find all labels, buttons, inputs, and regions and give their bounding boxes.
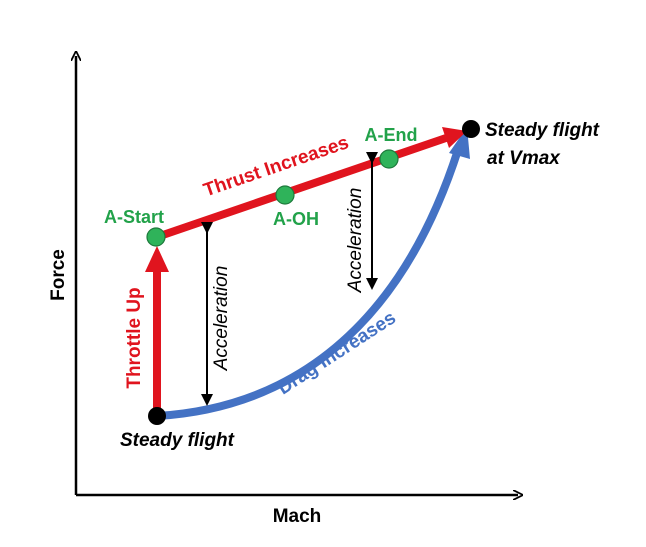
acceleration-label-left: Acceleration: [211, 266, 232, 372]
throttle-up-arrowhead: [145, 246, 169, 272]
a-oh-label: A-OH: [273, 209, 319, 229]
drag-increases-label: Drag Increases: [274, 307, 400, 399]
a-end-point: [379, 149, 399, 169]
a-start-label: A-Start: [104, 207, 164, 227]
vmax-label-line1: Steady flight: [485, 120, 600, 141]
y-axis-title: Force: [48, 249, 69, 301]
thrust-increases-label: Thrust Increases: [201, 132, 352, 201]
vmax-label-line2: at Vmax: [487, 148, 561, 169]
steady-flight-label: Steady flight: [120, 430, 235, 451]
throttle-up-label: Throttle Up: [124, 287, 145, 388]
steady-flight-point: [148, 407, 166, 425]
a-start-point: [146, 227, 166, 247]
a-oh-point: [275, 185, 295, 205]
thrust-line: [155, 134, 448, 241]
vmax-point: [462, 120, 480, 138]
thrust-arrowhead: [442, 127, 467, 148]
drag-curve: [153, 146, 462, 420]
a-end-label: A-End: [365, 125, 418, 145]
x-axis-title: Mach: [273, 506, 322, 527]
acceleration-label-right: Acceleration: [345, 188, 366, 294]
